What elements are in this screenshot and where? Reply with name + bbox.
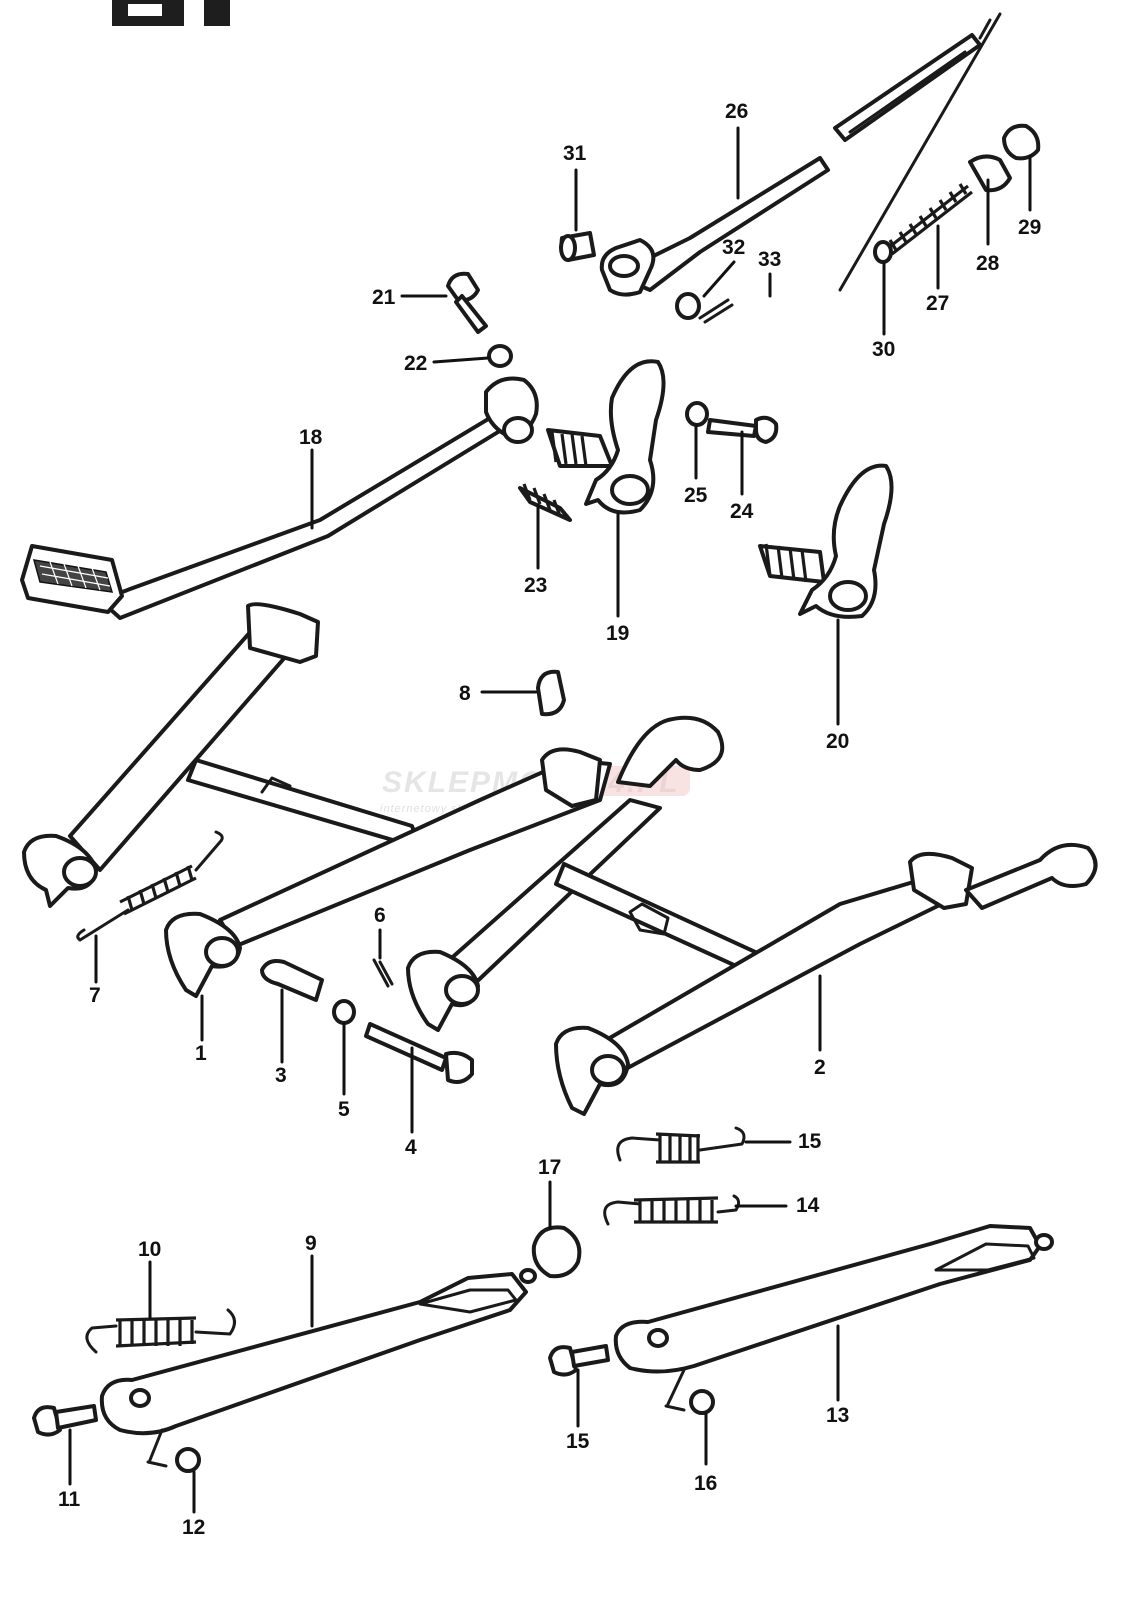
stopper-8 (536, 669, 566, 717)
brake-pedal (20, 376, 539, 620)
label-part-17: 17 (538, 1156, 561, 1179)
nut-25 (685, 401, 709, 427)
label-part-26: 26 (725, 100, 748, 123)
spring-14 (603, 1194, 741, 1226)
label-part-33: 33 (758, 248, 781, 271)
cotter-6 (372, 958, 394, 988)
washer-32 (675, 292, 701, 320)
bolt-21 (446, 271, 488, 334)
center-stand-2 (406, 798, 1098, 1116)
label-part-24: 24 (730, 500, 754, 523)
label-part-32: 32 (722, 236, 745, 259)
label-part-10: 10 (138, 1238, 161, 1261)
label-part-11: 11 (58, 1488, 81, 1511)
label-part-5: 5 (338, 1098, 350, 1121)
brake-lever-19 (546, 359, 666, 515)
callout-labels: 1 2 3 4 5 6 7 8 9 10 11 12 13 14 15 15 1… (58, 100, 1041, 1539)
washer-30 (873, 240, 893, 264)
clevis-pin (559, 231, 596, 262)
label-part-3: 3 (275, 1064, 287, 1087)
label-part-6: 6 (374, 904, 386, 927)
side-stand-13 (613, 1224, 1054, 1412)
label-part-2: 2 (814, 1056, 826, 1079)
label-part-16: 16 (694, 1472, 717, 1495)
label-part-18: 18 (299, 426, 323, 449)
nut-12 (175, 1447, 201, 1473)
bolt-11 (32, 1404, 98, 1437)
leader-lines (68, 126, 1032, 1514)
label-part-20: 20 (826, 730, 849, 753)
label-part-4: 4 (405, 1136, 417, 1159)
nut-5 (332, 999, 356, 1025)
stand-bolt-4 (364, 1022, 474, 1084)
adjuster-spring (887, 183, 973, 256)
label-part-21: 21 (372, 286, 396, 309)
label-part-1: 1 (195, 1042, 207, 1065)
stand-spring-7 (76, 830, 224, 942)
nut-16 (689, 1389, 715, 1415)
side-stand-9 (99, 1268, 537, 1468)
label-part-22: 22 (404, 352, 427, 375)
spring-15-upper (616, 1126, 746, 1164)
label-part-13: 13 (826, 1404, 849, 1427)
spring-10 (85, 1308, 236, 1354)
bolt-15-lower (548, 1344, 610, 1377)
guide-lines (838, 12, 1002, 292)
label-part-31: 31 (563, 142, 587, 165)
washer-22 (487, 344, 513, 368)
label-part-8: 8 (459, 682, 471, 705)
center-stand-1 (22, 602, 725, 998)
brake-lever-20 (758, 463, 894, 619)
nut-29 (1002, 123, 1041, 161)
label-part-29: 29 (1018, 216, 1041, 239)
label-part-12: 12 (182, 1516, 205, 1539)
grease-nipple-23 (518, 483, 572, 522)
header-mark-fragment (112, 0, 230, 26)
label-part-14: 14 (796, 1194, 820, 1217)
brake-rod (599, 33, 982, 297)
label-part-7: 7 (89, 984, 101, 1007)
bolt-24 (706, 415, 779, 444)
label-part-9: 9 (305, 1232, 317, 1255)
collar-28 (968, 154, 1012, 193)
cotter-pin-33 (698, 298, 734, 324)
label-part-30: 30 (872, 338, 895, 361)
label-part-19: 19 (606, 622, 629, 645)
label-part-28: 28 (976, 252, 1000, 275)
label-part-27: 27 (926, 292, 949, 315)
label-part-15-lower: 15 (566, 1430, 590, 1453)
label-part-23: 23 (524, 574, 547, 597)
label-part-25: 25 (684, 484, 708, 507)
collar-3 (260, 959, 324, 1002)
cushion-17 (531, 1225, 582, 1279)
label-part-15-upper: 15 (798, 1130, 822, 1153)
